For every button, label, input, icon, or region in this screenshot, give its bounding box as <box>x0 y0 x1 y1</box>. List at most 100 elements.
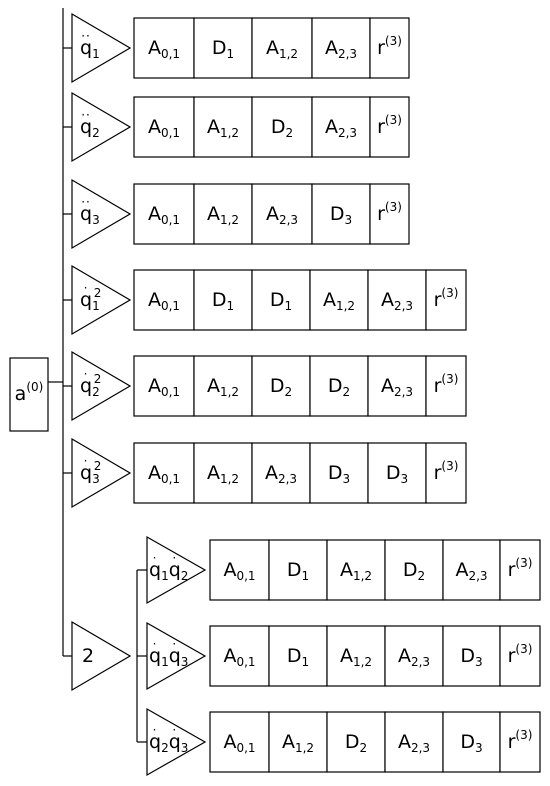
cell-symbol: D <box>211 37 227 59</box>
cell-symbol: r <box>377 203 385 225</box>
branch-4-cell-5 <box>367 269 427 331</box>
branch-1-cell-2 <box>193 17 253 79</box>
branch-5-cell-4 <box>309 355 369 417</box>
cell-subscript: 2 <box>285 126 294 140</box>
cell-superscript: (3) <box>515 556 533 570</box>
mixed-branch-2-cell-3 <box>326 625 386 687</box>
mixed-branch-3-trigger-b-symbol: q <box>168 731 181 753</box>
cell-subscript: 0,1 <box>160 47 181 61</box>
root-label: a(0) <box>15 381 44 405</box>
cell-subscript: 0,1 <box>160 213 181 227</box>
mixed-branch-3-trigger-triangle <box>146 707 207 777</box>
cell-subscript: 2 <box>342 385 351 399</box>
mixed-branch-2-cell-4-label: A2,3 <box>398 645 431 669</box>
cell-subscript: 2,3 <box>337 126 358 140</box>
branch-1-cell-5-label: r(3) <box>377 34 402 59</box>
branch-3-trigger-label: ··q3 <box>80 196 100 226</box>
branch-5-cell-2 <box>193 355 253 417</box>
mixed-branch-3-cell-2 <box>268 711 328 773</box>
branch-4-cell-1 <box>133 269 195 331</box>
mixed-branch-2-trigger-label: ·q1·q3 <box>149 638 188 668</box>
branch-6-cell-3-label: A2,3 <box>264 462 297 485</box>
cell-symbol: D <box>344 731 360 753</box>
branch-6-trigger-triangle <box>71 437 132 509</box>
cell-symbol: A <box>264 462 278 484</box>
mixed-branch-2-trigger-triangle <box>146 621 207 691</box>
branch-6-cell-6-label: r(3) <box>434 460 459 484</box>
cell-superscript: (3) <box>384 34 402 48</box>
branch-6-cell-2 <box>193 442 253 504</box>
cell-subscript: 2 <box>417 569 426 583</box>
cell-symbol: A <box>322 289 336 311</box>
branch-3-cell-5 <box>369 183 410 245</box>
cell-symbol: D <box>269 375 285 397</box>
mixed-branch-1-trigger-a-subscript: 1 <box>161 569 169 583</box>
cell-symbol: D <box>460 731 475 753</box>
cell-symbol: A <box>380 375 394 397</box>
mixed-branch-1-trigger-triangle <box>146 535 207 605</box>
cell-subscript: 2,3 <box>278 213 299 227</box>
mixed-branch-2-trigger-b-variable: ·q <box>169 638 181 667</box>
cell-subscript: 2,3 <box>410 741 431 755</box>
cell-symbol: A <box>206 375 220 397</box>
branch-3-cell-2-label: A1,2 <box>206 203 239 226</box>
cell-symbol: A <box>206 203 220 225</box>
cell-symbol: r <box>507 559 516 581</box>
cell-symbol: A <box>380 289 394 311</box>
mixed-branch-2-trigger-a-derivative-dots: · <box>152 637 158 651</box>
branch-3-trigger-symbol: q <box>80 203 93 225</box>
branch-4-cell-4-label: A1,2 <box>322 289 355 312</box>
branch-6-cell-6 <box>425 442 467 504</box>
branch-4-cell-2-label: D1 <box>212 289 234 312</box>
branch-4-cell-3-label: D1 <box>270 289 292 312</box>
cell-symbol: A <box>147 289 161 311</box>
branch-3-trigger-triangle <box>71 178 132 250</box>
cell-subscript: 0,1 <box>236 741 256 755</box>
branch-5-cell-1 <box>133 355 195 417</box>
cell-symbol: r <box>507 645 516 667</box>
branch-4-trigger-variable: ·q <box>80 282 92 311</box>
branch-1-cell-5 <box>369 17 410 79</box>
branch-5-cell-6-label: r(3) <box>434 373 459 397</box>
cell-symbol: r <box>433 289 442 311</box>
branch-4-cell-4 <box>309 269 369 331</box>
cell-subscript: 3 <box>475 655 483 669</box>
branch-1-cell-4-label: A2,3 <box>324 37 357 60</box>
branch-4-trigger-triangle <box>71 264 132 336</box>
branch-4-cell-6-label: r(3) <box>433 287 459 311</box>
branch-5-trigger-symbol: q <box>80 375 93 397</box>
branch-2-cell-2 <box>193 96 253 158</box>
cell-symbol: D <box>286 645 302 667</box>
cell-symbol: D <box>329 203 345 225</box>
cell-symbol: A <box>455 559 469 581</box>
mixed-branch-2-trigger-a-variable: ·q <box>149 638 161 667</box>
branch-2-trigger-label: ··q2 <box>80 109 100 139</box>
mixed-trigger-text: 2 <box>82 645 95 667</box>
mixed-branch-2-cell-4 <box>384 625 444 687</box>
cell-symbol: A <box>324 37 338 59</box>
branch-1-trigger-derivative-dots: ·· <box>81 29 91 43</box>
cell-superscript: (3) <box>384 113 402 127</box>
cell-superscript: (3) <box>515 642 533 656</box>
branch-6-cell-3 <box>251 442 311 504</box>
mixed-branch-2-cell-6 <box>499 625 541 687</box>
branch-6-cell-2-label: A1,2 <box>206 462 239 485</box>
branch-1-trigger-variable: ··q <box>80 30 92 59</box>
cell-symbol: D <box>402 559 418 581</box>
mixed-branch-3-cell-1-label: A0,1 <box>223 731 256 755</box>
cell-symbol: A <box>223 645 237 667</box>
branch-5-cell-5-label: A2,3 <box>380 375 413 398</box>
mixed-branch-3-trigger-b-subscript: 3 <box>180 741 189 755</box>
cell-subscript: 2,3 <box>410 655 431 669</box>
mixed-branch-1-trigger-b-derivative-dots: · <box>172 551 178 565</box>
cell-subscript: 3 <box>344 213 353 227</box>
branch-5-cell-5 <box>367 355 427 417</box>
branch-2-cell-2-label: A1,2 <box>207 116 239 139</box>
mixed-branch-3-cell-3-label: D2 <box>344 731 367 754</box>
cell-symbol: A <box>147 203 161 225</box>
branch-1-cell-1 <box>133 17 195 79</box>
cell-symbol: A <box>206 462 220 484</box>
mixed-branch-1-trigger-a-symbol: q <box>149 559 162 581</box>
cell-subscript: 0,1 <box>160 126 181 140</box>
